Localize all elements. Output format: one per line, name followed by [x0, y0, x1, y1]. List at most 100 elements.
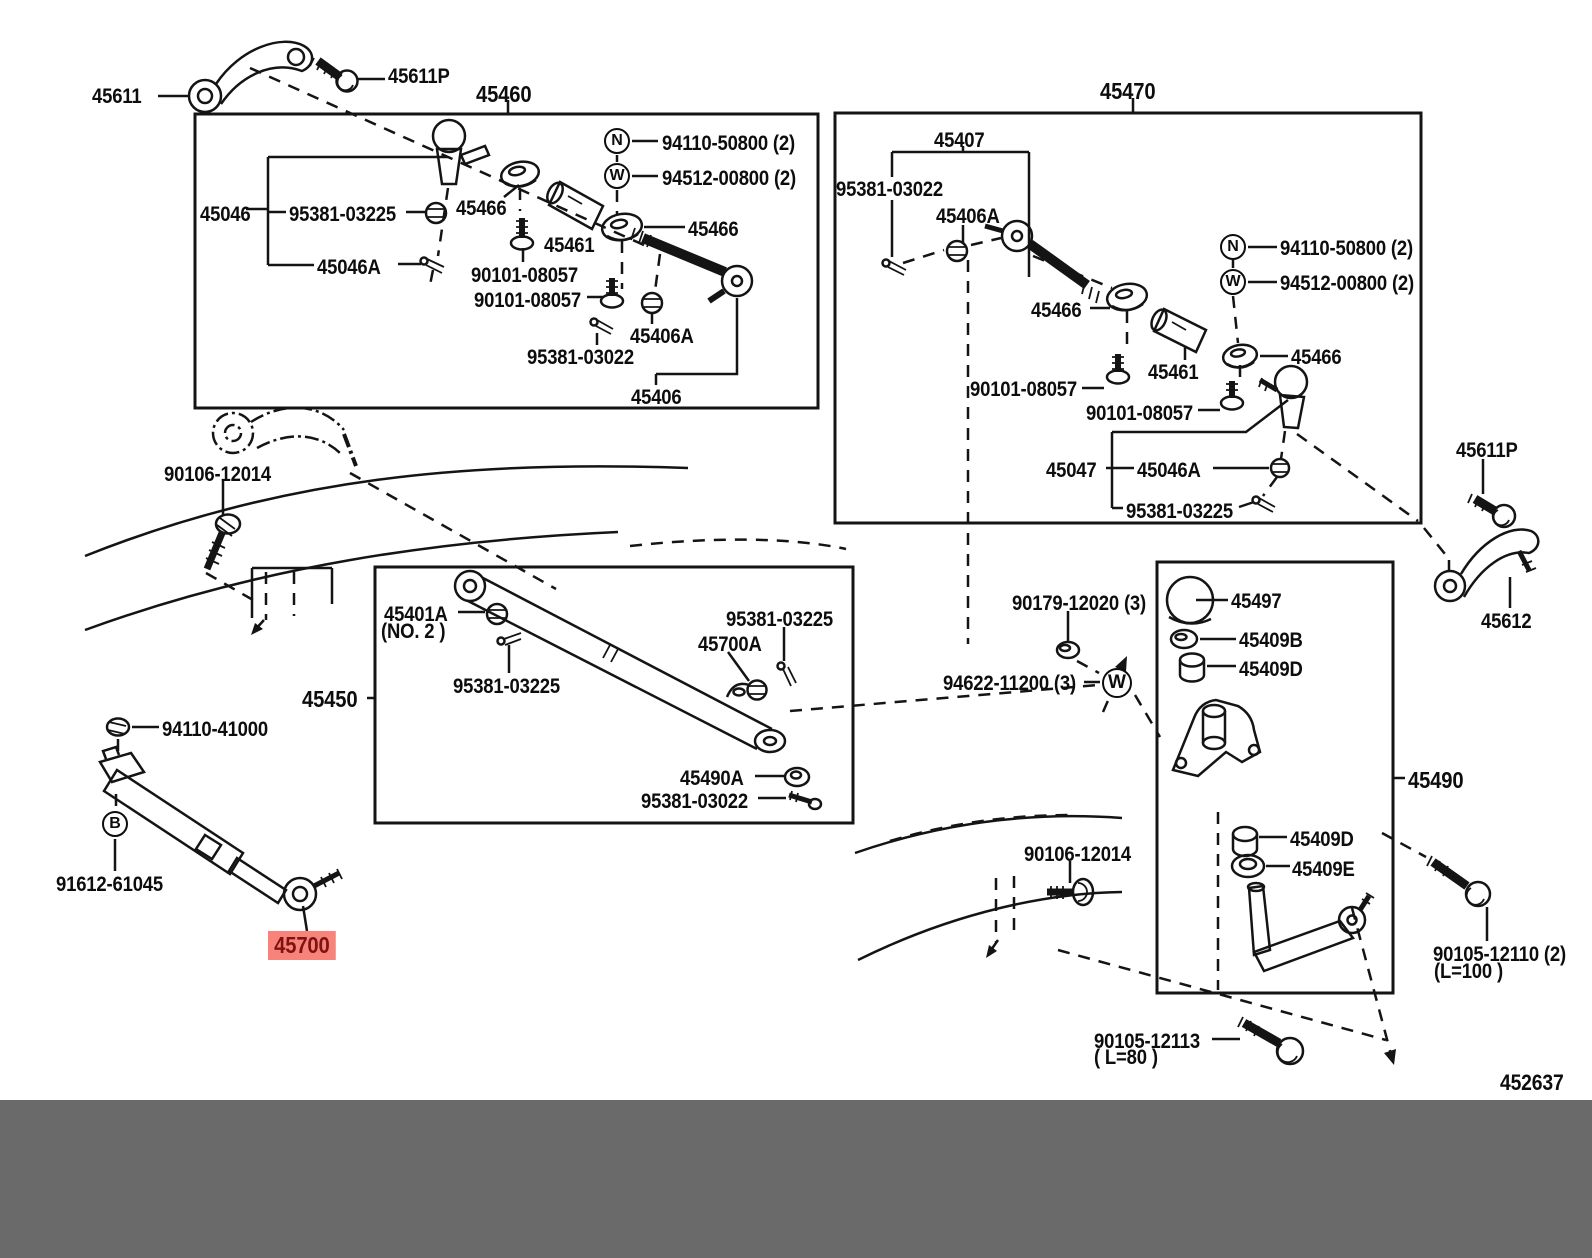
part-45466-a: 45466: [456, 197, 507, 220]
idler-arm-part: [1246, 881, 1375, 973]
seal-45409e-part: [1230, 853, 1266, 879]
grommet-45466-c: [1105, 282, 1149, 312]
nut-95381-a: [424, 201, 448, 225]
cotter-pin-95381-d: [496, 632, 522, 646]
box-45460-title: 45460: [476, 81, 532, 107]
part-45611p-right: 45611P: [1456, 439, 1518, 462]
part-90101-08057-d: 90101-08057: [1086, 402, 1194, 425]
part-90101-08057-a: 90101-08057: [471, 264, 579, 287]
nut-45046a-b: [1269, 457, 1291, 479]
screw-90101-b: [599, 278, 625, 309]
footer-banner: TOYOTA - 4570039085 N - 45700: [0, 1100, 1592, 1258]
grommet-45490a-part: [783, 766, 811, 788]
part-95381-03225-a: 95381-03225: [289, 203, 397, 226]
part-45700-highlight: 45700: [268, 931, 336, 960]
marker-b-1: B: [102, 811, 128, 837]
nut-90179-part: [1055, 640, 1081, 660]
part-90105-12113: 90105-12113: [1094, 1030, 1200, 1053]
part-95381-03225-d: 95381-03225: [726, 608, 834, 631]
part-45046a-b: 45046A: [1137, 459, 1201, 482]
part-45409d-1: 45409D: [1239, 658, 1303, 681]
bolt-45611p-right-part: [1467, 493, 1517, 529]
part-91612-61045: 91612-61045: [56, 873, 164, 896]
tie-rod-end-45407-part: [984, 219, 1100, 304]
part-45409b: 45409B: [1239, 629, 1303, 652]
bolt-90106-bottom-part: [1047, 877, 1095, 907]
diagram-code: 452637: [1500, 1070, 1564, 1095]
dust-cap-45497-part: [1165, 575, 1215, 625]
cotter-pin-95381-a: [589, 317, 614, 335]
tie-rod-ball-joint-b: [1258, 364, 1309, 430]
screw-90101-c: [1105, 354, 1131, 385]
part-94512-00800-a: 94512-00800 (2): [662, 167, 797, 190]
bolt-90105-12113-part: [1237, 1016, 1305, 1066]
part-45046a-a: 45046A: [317, 256, 381, 279]
knuckle-arm-45611-part: [187, 40, 314, 114]
screw-90101-a: [509, 218, 535, 251]
cotter-pin-95381-c: [1251, 495, 1276, 513]
part-45406a-a: 45406A: [630, 325, 694, 348]
part-45409d-2: 45409D: [1290, 828, 1354, 851]
tie-rod-ball-joint-a: [431, 118, 491, 186]
part-95381-03022-a: 95381-03022: [527, 346, 635, 369]
knuckle-arm-45612-part: [1433, 528, 1540, 603]
grommet-45466-a: [499, 160, 541, 188]
slider-tube-45461-a: [546, 180, 605, 231]
cotter-pin-45046a-a: [419, 256, 445, 274]
part-45406a-b: 45406A: [936, 205, 1000, 228]
nut-45406a-b: [945, 239, 969, 263]
part-45466-b: 45466: [688, 218, 739, 241]
slider-tube-45461-b: [1150, 307, 1208, 354]
marker-w-2: W: [1220, 269, 1246, 295]
bushing-45409d-top-part: [1178, 652, 1206, 683]
part-94110-41000: 94110-41000: [162, 718, 268, 741]
part-45409e: 45409E: [1292, 858, 1355, 881]
part-45497: 45497: [1231, 590, 1282, 613]
bolt-90106-left-part: [203, 513, 242, 571]
part-94110-50800-a: 94110-50800 (2): [662, 132, 796, 155]
part-90106-12014-left: 90106-12014: [164, 463, 272, 486]
part-90101-08057-c: 90101-08057: [970, 378, 1078, 401]
part-45466-c: 45466: [1031, 299, 1082, 322]
part-45611: 45611: [92, 85, 142, 108]
screw-90101-d: [1219, 381, 1245, 411]
box-45470-title: 45470: [1100, 78, 1156, 104]
part-90105-12110-len: (L=100 ): [1434, 960, 1503, 983]
part-94622-11200: 94622-11200 (3): [943, 672, 1077, 695]
part-45700a: 45700A: [698, 633, 762, 656]
steering-damper-45700-part: [98, 745, 343, 912]
bolt-45611p-top-part: [309, 57, 359, 93]
box-45470: [833, 111, 1423, 525]
box-45460: [193, 112, 820, 410]
part-45401a: 45401A: [384, 603, 448, 626]
part-95381-03225-b: 95381-03225: [1126, 500, 1234, 523]
idler-support-bracket-part: [1171, 698, 1262, 778]
part-45406: 45406: [631, 386, 682, 409]
marker-w-3: W: [1102, 668, 1132, 698]
nut-94110-41000-part: [105, 717, 131, 737]
part-90179-12020: 90179-12020 (3): [1012, 592, 1147, 615]
part-90105-12110: 90105-12110 (2): [1433, 943, 1567, 966]
center-link-45450-part: [453, 569, 787, 754]
cotter-pin-95381-b: [881, 258, 907, 276]
part-90106-12014-bottom: 90106-12014: [1024, 843, 1132, 866]
marker-n-1: N: [604, 128, 630, 154]
marker-w-1: W: [604, 163, 630, 189]
nut-45700a-part: [746, 679, 768, 701]
part-94512-00800-b: 94512-00800 (2): [1280, 272, 1415, 295]
part-95381-03022-c: 95381-03022: [641, 790, 749, 813]
box-45450-title: 45450: [302, 686, 358, 712]
grommet-45466-b: [600, 212, 644, 242]
part-90105-12113-len: ( L=80 ): [1094, 1046, 1158, 1069]
pitman-arm-phantom: [211, 406, 358, 467]
box-45490-title: 45490: [1408, 767, 1464, 793]
frame-rails: [84, 465, 1123, 962]
tie-rod-end-45406-part: [630, 227, 754, 304]
part-90101-08057-b: 90101-08057: [474, 289, 582, 312]
cotter-pin-95381-e: [776, 661, 797, 687]
part-45490a: 45490A: [680, 767, 744, 790]
nut-45401a-part: [485, 602, 509, 626]
